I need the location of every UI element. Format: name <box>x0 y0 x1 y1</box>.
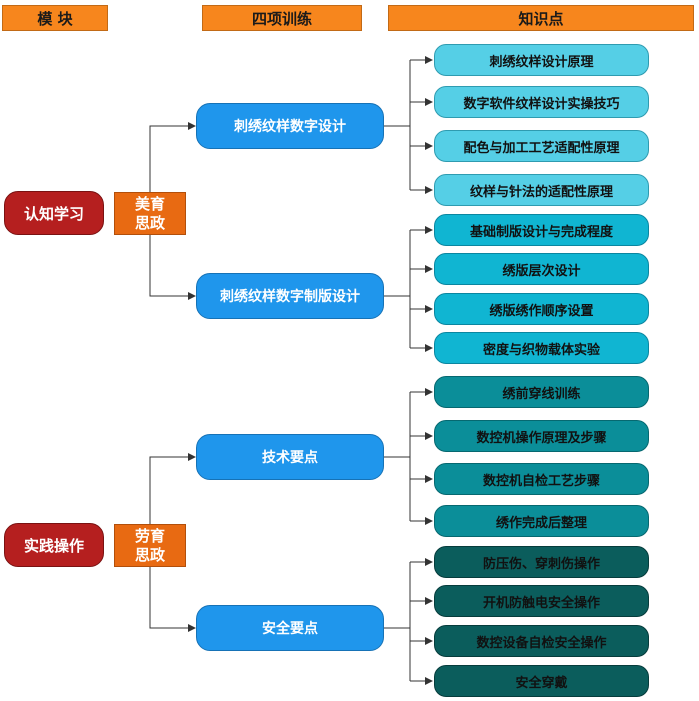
knowledge-item: 安全穿戴 <box>434 665 649 697</box>
knowledge-item: 数字软件纹样设计实操技巧 <box>434 86 649 118</box>
module-2-side-line-1: 劳育 <box>134 526 165 545</box>
knowledge-item: 防压伤、穿刺伤操作 <box>434 546 649 578</box>
module-2-side-line-2: 思政 <box>134 545 165 564</box>
knowledge-item: 配色与加工工艺适配性原理 <box>434 130 649 162</box>
knowledge-item: 开机防触电安全操作 <box>434 585 649 617</box>
module-2-side-label: 劳育 思政 <box>114 524 186 567</box>
knowledge-item: 绣版绣作顺序设置 <box>434 293 649 325</box>
training-technical-points: 技术要点 <box>196 434 384 480</box>
module-1-side-line-1: 美育 <box>134 194 165 213</box>
header-knowledge: 知识点 <box>388 5 694 31</box>
knowledge-item: 刺绣纹样设计原理 <box>434 44 649 76</box>
training-pattern-digital-plate-design: 刺绣纹样数字制版设计 <box>196 273 384 319</box>
module-1-side-label: 美育 思政 <box>114 192 186 235</box>
knowledge-item: 数控机自检工艺步骤 <box>434 463 649 495</box>
module-practice-operation: 实践操作 <box>4 523 104 567</box>
knowledge-item: 绣作完成后整理 <box>434 505 649 537</box>
module-1-side-line-2: 思政 <box>134 213 165 232</box>
training-pattern-digital-design: 刺绣纹样数字设计 <box>196 103 384 149</box>
knowledge-item: 绣版层次设计 <box>434 253 649 285</box>
module-cognitive-learning: 认知学习 <box>4 191 104 235</box>
header-module: 模 块 <box>2 5 108 31</box>
header-training: 四项训练 <box>202 5 362 31</box>
knowledge-item: 纹样与针法的适配性原理 <box>434 174 649 206</box>
knowledge-item: 绣前穿线训练 <box>434 376 649 408</box>
knowledge-item: 数控设备自检安全操作 <box>434 625 649 657</box>
knowledge-item: 密度与织物载体实验 <box>434 332 649 364</box>
knowledge-item: 数控机操作原理及步骤 <box>434 420 649 452</box>
knowledge-item: 基础制版设计与完成程度 <box>434 214 649 246</box>
training-safety-points: 安全要点 <box>196 605 384 651</box>
